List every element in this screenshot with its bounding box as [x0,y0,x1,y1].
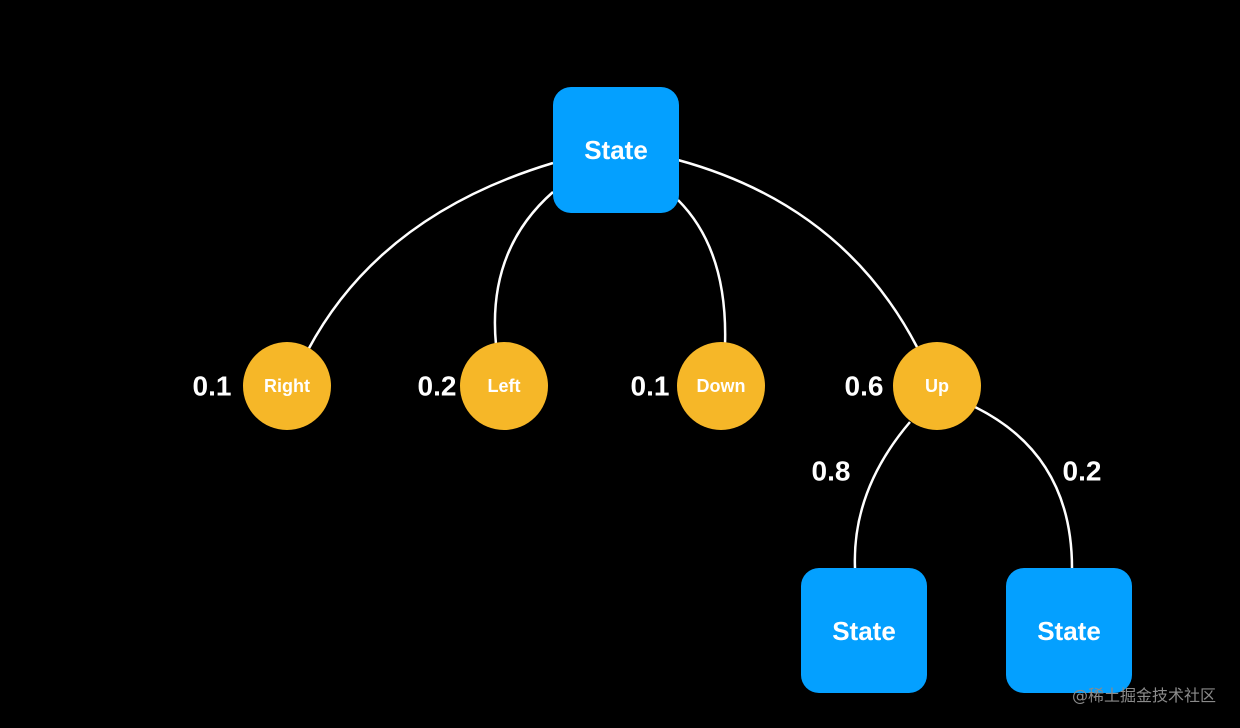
root-state-node: State [553,87,679,213]
edge-up-outcome-1 [853,421,911,569]
root-state-label: State [584,135,648,165]
probability-left: 0.2 [418,371,457,402]
probability-down: 0.1 [631,371,670,402]
outcome-state-node-1: State [801,568,927,693]
edge-up-outcome-2 [974,405,1074,569]
edge-root-right [306,161,554,351]
action-label-down: Down [697,376,746,396]
action-label-left: Left [488,376,521,396]
probability-right: 0.1 [193,371,232,402]
action-label-right: Right [264,376,310,396]
probability-outcome-2: 0.2 [1063,456,1102,487]
edge-root-down [677,199,727,346]
watermark-text: @稀土掘金技术社区 [1071,686,1216,705]
action-node-left: Left [460,342,548,430]
action-node-right: Right [243,342,331,430]
action-node-down: Down [677,342,765,430]
action-node-up: Up [893,342,981,430]
edge-root-up [677,158,919,348]
action-label-up: Up [925,376,949,396]
probability-outcome-1: 0.8 [812,456,851,487]
edge-root-left [493,191,554,346]
outcome-state-node-2: State [1006,568,1132,693]
probability-up: 0.6 [845,371,884,402]
outcome-state-label-2: State [1037,616,1101,646]
outcome-state-label-1: State [832,616,896,646]
